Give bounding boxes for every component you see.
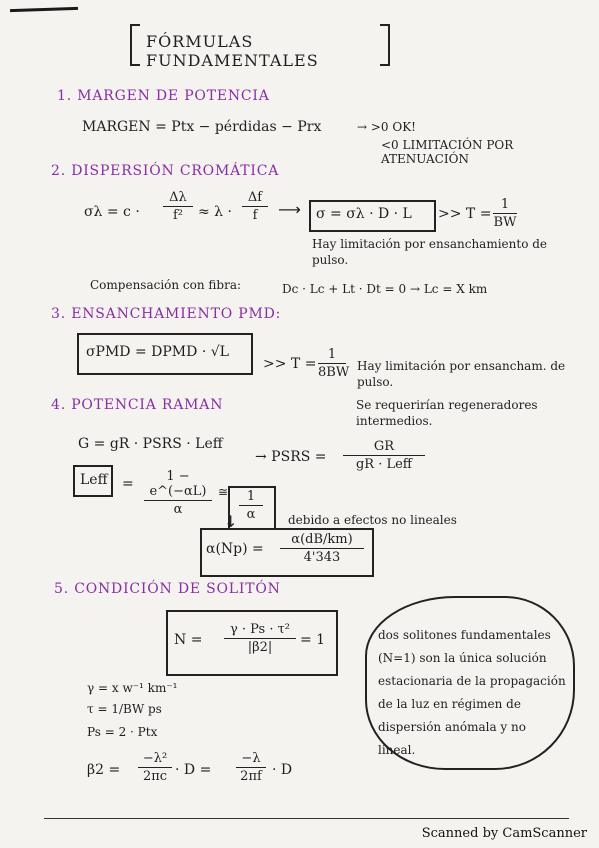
- raman-psrs-frac: GR gR · Leff: [343, 439, 425, 472]
- leff-frac: 1 − e^(−αL) α: [144, 469, 212, 517]
- dispersion-box-formula: σ = σλ · D · L: [316, 206, 412, 222]
- margin-formula: MARGEN = Ptx − pérdidas − Prx: [82, 119, 322, 135]
- soliton-n-den: |β2|: [247, 640, 273, 655]
- beta-num2: −λ: [241, 751, 261, 766]
- section-title-5: 5. CONDICIÓN DE SOLITÓN: [54, 581, 281, 597]
- beta-mid: · D =: [175, 762, 212, 778]
- pmd-note-2: Se requerirían regeneradores intermedios…: [356, 398, 538, 428]
- alpha-num: α(dB/km): [291, 532, 353, 547]
- beta-frac1: −λ² 2πc: [138, 751, 172, 784]
- dispersion-frac1: Δλ f²: [163, 190, 193, 223]
- leff-approx-symbol: ≅: [218, 485, 229, 499]
- raman-g-formula: G = gR · PSRS · Leff: [78, 436, 223, 452]
- beta-num1: −λ²: [142, 751, 168, 766]
- alpha-frac: α(dB/km) 4'343: [280, 532, 364, 565]
- dispersion-frac2-den: f: [252, 208, 258, 223]
- leff-equal: =: [122, 476, 134, 492]
- tau-formula: τ = 1/BW ps: [87, 702, 162, 716]
- raman-psrs-den: gR · Leff: [355, 457, 413, 472]
- dispersion-t-den: BW: [493, 215, 517, 230]
- gamma-formula: γ = x w⁻¹ km⁻¹: [87, 681, 178, 695]
- raman-psrs-num: GR: [373, 439, 395, 454]
- dispersion-frac1-den: f²: [172, 208, 184, 223]
- alpha-box: [200, 528, 374, 577]
- arrow-icon: ⟶: [278, 200, 301, 219]
- dispersion-frac2: Δf f: [242, 190, 268, 223]
- beta-right: · D: [272, 762, 293, 778]
- pmd-note-1: Hay limitación por ensancham. de pulso.: [357, 359, 566, 389]
- leff-box: [73, 465, 113, 497]
- margin-bad: <0 LIMITACIÓN POR ATENUACIÓN: [381, 138, 514, 166]
- dispersion-t-num: 1: [500, 197, 510, 212]
- beta-den1: 2πc: [142, 769, 168, 784]
- alpha-den: 4'343: [303, 550, 341, 565]
- beta-frac2: −λ 2πf: [236, 751, 266, 784]
- pmd-box: [77, 333, 253, 375]
- soliton-cloud: [365, 596, 575, 770]
- margin-ok: → >0 OK!: [357, 120, 416, 134]
- title-bracket-right: [380, 24, 390, 66]
- compensation-label: Compensación con fibra:: [90, 278, 242, 292]
- compensation-formula: Dc · Lc + Lt · Dt = 0 → Lc = X km: [282, 282, 488, 296]
- pmd-formula: σPMD = DPMD · √L: [86, 344, 229, 360]
- dispersion-frac1-num: Δλ: [169, 190, 187, 205]
- title-block: FÓRMULAS FUNDAMENTALES: [130, 24, 390, 70]
- section-title-2: 2. DISPERSIÓN CROMÁTICA: [51, 163, 280, 179]
- soliton-n-left: N =: [174, 632, 203, 648]
- dispersion-left: σλ = c ·: [84, 204, 140, 220]
- beta-den2: 2πf: [240, 769, 262, 784]
- dispersion-approx: ≈ λ ·: [198, 204, 232, 220]
- footer-divider: [44, 818, 569, 819]
- soliton-frac: γ · Ps · τ² |β2|: [224, 622, 296, 655]
- dispersion-frac2-num: Δf: [247, 190, 263, 205]
- section-title-1: 1. MARGEN DE POTENCIA: [57, 88, 270, 104]
- leff-approx-den: α: [246, 507, 256, 522]
- dispersion-note: Hay limitación por ensanchamiento de pul…: [312, 237, 548, 267]
- dispersion-t-formula: >> T =: [438, 206, 492, 222]
- dispersion-t-frac: 1 BW: [493, 197, 517, 230]
- pmd-t-formula: >> T =: [263, 356, 317, 372]
- section-title-4: 4. POTENCIA RAMAN: [51, 397, 224, 413]
- dispersion-box: [309, 200, 436, 232]
- beta-left: β2 =: [87, 762, 121, 778]
- pmd-t-num: 1: [327, 347, 337, 362]
- leff-approx-num: 1: [246, 489, 256, 504]
- leff-den: α: [173, 502, 183, 517]
- page-title: FÓRMULAS FUNDAMENTALES: [146, 32, 319, 70]
- soliton-box: [166, 610, 338, 676]
- alpha-left: α(Np) =: [206, 541, 264, 557]
- leff-approx-frac: 1 α: [239, 489, 263, 522]
- leff-num: 1 − e^(−αL): [149, 469, 207, 499]
- soliton-cloud-text: dos solitones fundamentales (N=1) son la…: [378, 628, 566, 757]
- down-arrow-icon: ↓: [224, 512, 238, 531]
- scanner-footer: Scanned by CamScanner: [421, 826, 587, 841]
- raman-psrs-left: → PSRS =: [255, 449, 327, 465]
- page-top-line: [9, 6, 79, 13]
- pmd-t-frac: 1 8BW: [318, 347, 350, 380]
- title-bracket-left: [130, 24, 140, 66]
- nonlinear-note: debido a efectos no lineales: [288, 513, 457, 527]
- section-title-3: 3. ENSANCHAMIENTO PMD:: [51, 306, 282, 322]
- soliton-n-right: = 1: [300, 632, 326, 648]
- soliton-n-num: γ · Ps · τ²: [229, 622, 291, 637]
- leff-label: Leff: [80, 472, 108, 488]
- pmd-t-den: 8BW: [318, 365, 350, 380]
- ps-formula: Ps = 2 · Ptx: [87, 725, 158, 739]
